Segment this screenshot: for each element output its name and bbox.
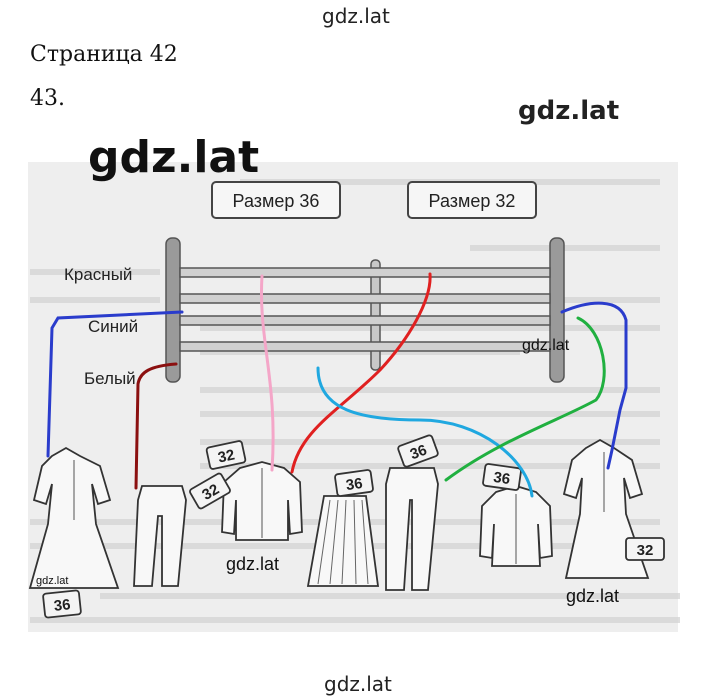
line-green xyxy=(444,316,606,482)
size-36-label: Размер 36 xyxy=(233,191,320,211)
watermark-big: gdz.lat xyxy=(88,132,260,183)
trousers-icon xyxy=(385,467,439,591)
pants-icon xyxy=(133,485,187,587)
tag-label: 36 xyxy=(408,442,429,464)
line-blue-left xyxy=(46,310,184,458)
watermark-image-bottom-right: gdz.lat xyxy=(566,586,619,606)
size-32-label: Размер 32 xyxy=(429,191,516,211)
tag-label: 32 xyxy=(637,542,654,559)
watermark-image-right: gdz.lat xyxy=(522,337,570,354)
line-pink xyxy=(260,274,275,472)
size-32-box: Размер 32 xyxy=(407,181,537,219)
skirt-icon xyxy=(306,495,380,587)
shelf-label-white: Белый xyxy=(84,369,136,388)
shelf-label-blue: Синий xyxy=(88,317,138,336)
watermark-top: gdz.lat xyxy=(322,4,390,28)
size-tags xyxy=(42,434,665,619)
watermark-image-small: gdz.lat xyxy=(36,575,68,587)
watermark-right: gdz.lat xyxy=(518,96,620,126)
tag-label: 32 xyxy=(199,481,222,504)
page-title: Страница 42 xyxy=(30,42,178,67)
line-darkred xyxy=(134,362,178,490)
tag-label: 36 xyxy=(492,469,511,488)
tag-label: 36 xyxy=(345,475,364,494)
shelf-rack xyxy=(165,237,565,383)
watermark-image-mid: gdz.lat xyxy=(226,554,279,574)
task-number: 43. xyxy=(30,86,65,111)
tag-label: 32 xyxy=(216,446,236,466)
line-blue-right xyxy=(560,301,628,470)
watermark-bottom: gdz.lat xyxy=(324,672,392,696)
line-red xyxy=(290,272,432,474)
tag-label: 36 xyxy=(53,596,71,615)
size-36-box: Размер 36 xyxy=(211,181,341,219)
line-cyan xyxy=(316,366,534,498)
connection-lines xyxy=(46,272,628,498)
shelf-label-red: Красный xyxy=(64,265,132,284)
